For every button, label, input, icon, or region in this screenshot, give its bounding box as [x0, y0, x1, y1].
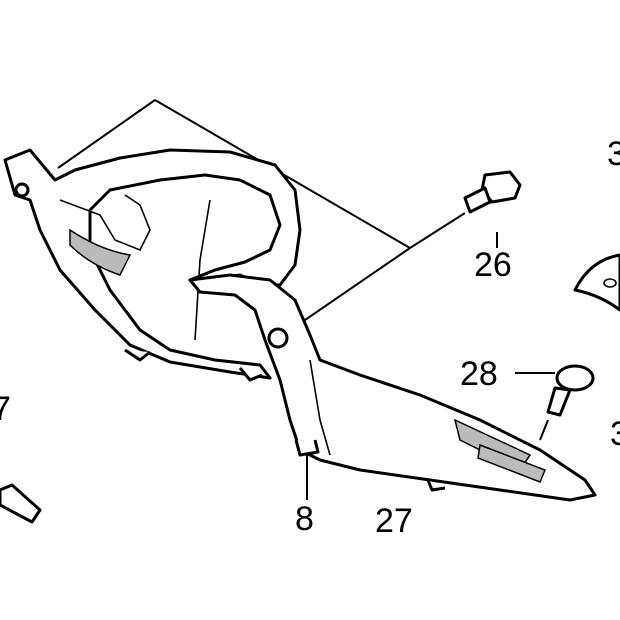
screw-28: [546, 364, 595, 417]
lower-cover-part: [188, 273, 597, 502]
bracket-part: [573, 253, 620, 312]
callout-7: 7: [0, 390, 11, 428]
upper-cover-part: [3, 148, 302, 382]
callout-28: 28: [460, 355, 498, 393]
callout-8: 8: [295, 500, 314, 538]
bolt-26: [463, 170, 522, 214]
callout-3-top: 3: [607, 135, 620, 173]
bolt-left: [0, 483, 42, 524]
callout-27: 27: [375, 502, 413, 540]
callout-26: 26: [474, 246, 512, 284]
callout-3-mid: 3: [610, 415, 620, 453]
